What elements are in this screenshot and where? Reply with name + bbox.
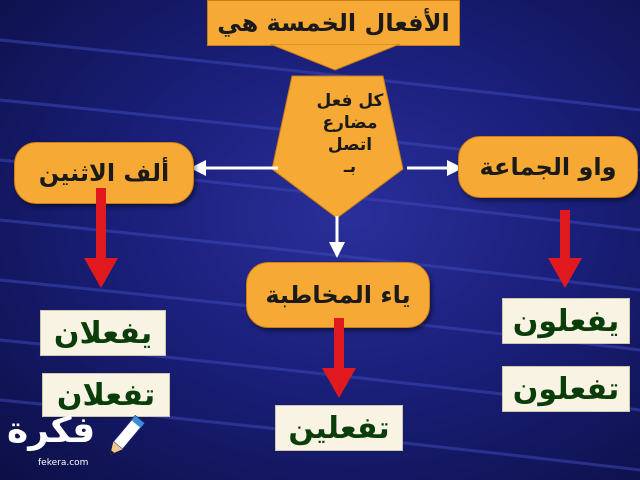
- example-yafaloon: يفعلون: [502, 298, 630, 344]
- center-node: كل فعل مضارع اتصل بـ: [300, 90, 400, 178]
- site-logo: فكرة fekera.com: [5, 410, 146, 472]
- example-tafaloon: تفعلون: [502, 366, 630, 412]
- arrow-to-left-branch: [190, 160, 278, 176]
- arrow-to-right-branch: [407, 160, 463, 176]
- red-arrow-right: [548, 210, 582, 288]
- example-tafaleen: تفعلين: [275, 405, 403, 451]
- center-line-3: اتصل: [327, 135, 373, 155]
- center-node-shape: [271, 75, 404, 219]
- branch-waw-al-jamaa: واو الجماعة: [458, 136, 638, 198]
- center-line-1: كل فعل: [316, 91, 384, 111]
- arrow-to-middle-branch: [329, 216, 345, 258]
- center-line-4: بـ: [343, 157, 357, 177]
- pencil-icon: [110, 414, 146, 455]
- example-tafalan: تفعلان: [42, 373, 170, 417]
- red-arrow-left: [84, 188, 118, 288]
- example-yafalan: يفعلان: [40, 310, 166, 356]
- title-down-arrow: [270, 44, 400, 71]
- red-arrow-middle: [322, 318, 356, 398]
- center-line-2: مضارع: [322, 113, 378, 133]
- logo-domain: fekera.com: [38, 458, 89, 468]
- logo-text: فكرة: [7, 410, 96, 451]
- diagram-title: الأفعال الخمسة هي: [207, 0, 460, 46]
